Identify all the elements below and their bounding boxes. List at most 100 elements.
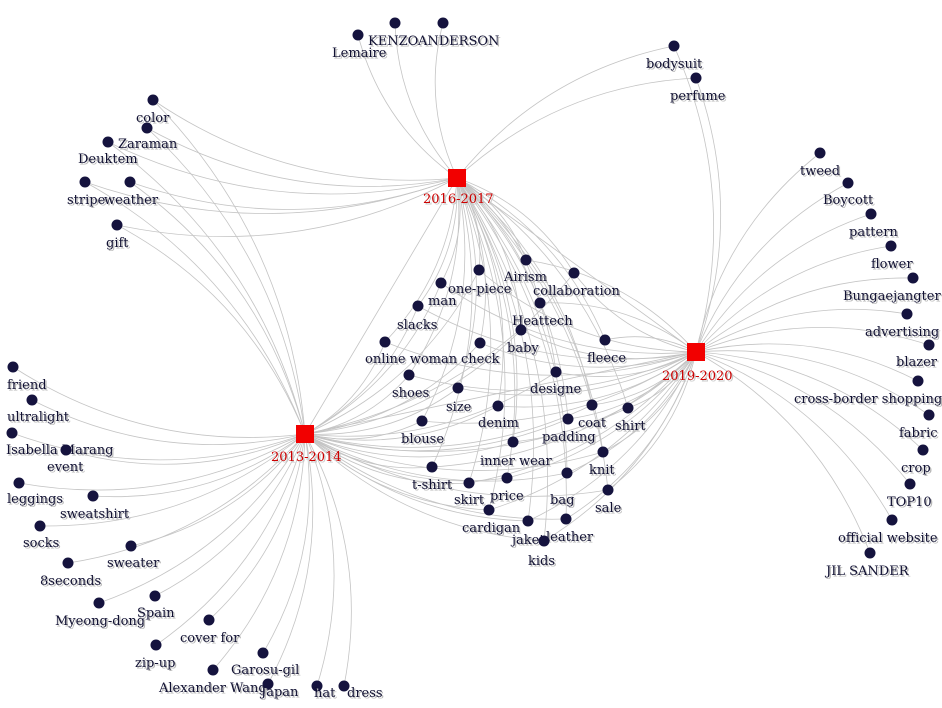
node-label: dress <box>347 686 383 701</box>
edge-jaket-h2019 <box>527 351 697 522</box>
node-dot <box>26 394 38 406</box>
edge-friend-h2013 <box>12 366 306 438</box>
node-dot <box>262 678 274 690</box>
node-dot <box>904 478 916 490</box>
edge-knit-h2016 <box>456 177 604 453</box>
edge-gift-h2013 <box>116 224 306 435</box>
node-dot <box>93 597 105 609</box>
node-label: flower <box>871 257 913 272</box>
node-label: tweed <box>800 164 840 179</box>
edge-bag-h2016 <box>456 177 568 474</box>
node-label: kids <box>528 554 555 569</box>
edge-bodysuit-h2016 <box>456 45 675 179</box>
node-label-shadow: gift <box>108 238 131 253</box>
node-label: official website <box>838 531 938 546</box>
node-label: coat <box>578 416 607 431</box>
edge-price-h2016 <box>456 177 516 479</box>
node-dot <box>522 515 534 527</box>
edge-weather-h2016 <box>129 177 458 210</box>
edge-crossborder-h2019 <box>695 343 919 382</box>
node-dot <box>416 415 428 427</box>
node-label-shadow: bodysuit <box>648 59 705 74</box>
node-dot <box>483 504 495 516</box>
edge-price-h2019 <box>506 351 697 479</box>
node-label-shadow: leggings <box>9 494 65 509</box>
